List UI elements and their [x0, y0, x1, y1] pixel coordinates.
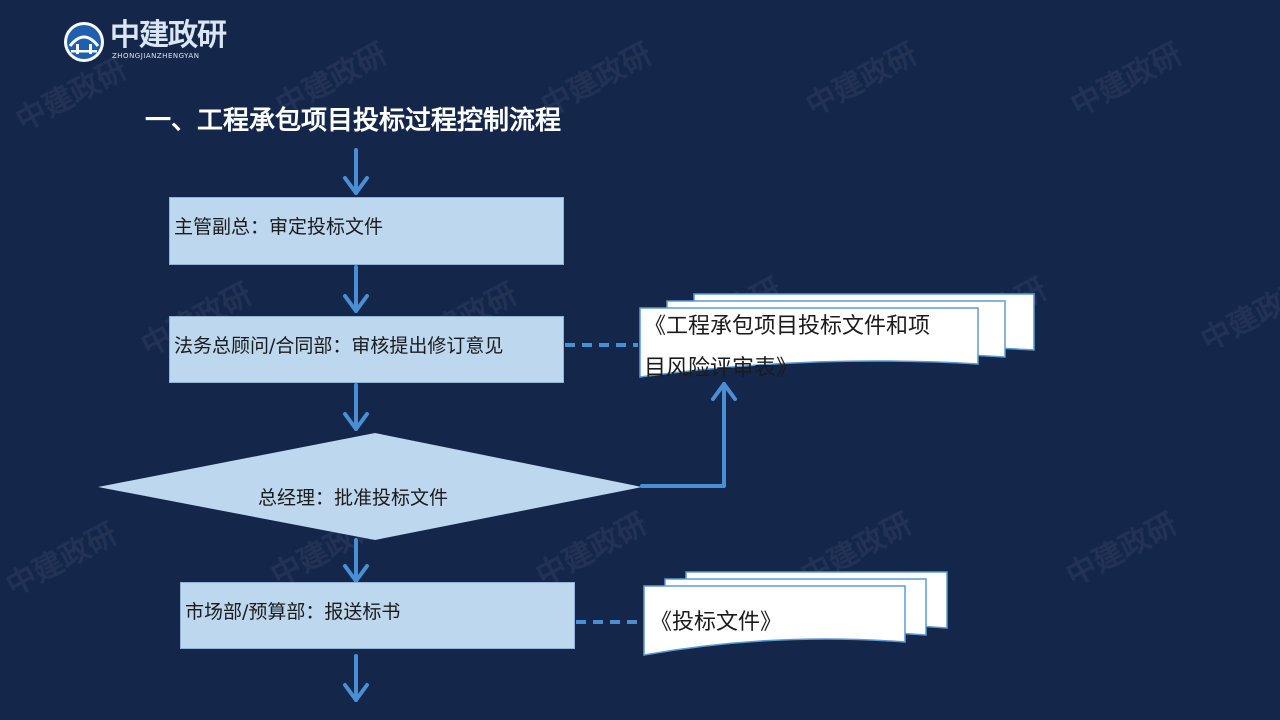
step-legal-review-label: 法务总顾问/合同部：审核提出修订意见	[174, 335, 504, 357]
step-submit-bid-label: 市场部/预算部：报送标书	[185, 601, 401, 623]
bid-documents-title: 《投标文件》	[650, 610, 783, 635]
logo-name: 中建政研	[110, 18, 227, 53]
bid-documents-stack	[643, 571, 948, 656]
step-approve-review: 主管副总：审定投标文件	[169, 197, 564, 265]
review-form-title: 《工程承包项目投标文件和项 目风险评审表》	[644, 306, 974, 390]
review-form-title-line1: 《工程承包项目投标文件和项	[644, 314, 931, 339]
review-form-title-line2: 目风险评审表》	[644, 356, 799, 381]
page-title: 一、工程承包项目投标过程控制流程	[145, 106, 562, 136]
step-approve-review-label: 主管副总：审定投标文件	[174, 216, 384, 238]
review-form-document	[639, 293, 1035, 378]
step-legal-review: 法务总顾问/合同部：审核提出修订意见	[169, 316, 564, 383]
arrow-to-review-form	[640, 382, 737, 488]
logo-emblem-icon	[64, 22, 104, 62]
arrow-down-3	[343, 383, 369, 431]
decision-label: 总经理：批准投标文件	[258, 487, 449, 509]
step-submit-bid: 市场部/预算部：报送标书	[180, 582, 575, 649]
decision-diamond	[98, 433, 642, 540]
company-logo: 中建政研 ZHONGJIANZHENGYAN	[62, 18, 232, 64]
arrow-down-2	[343, 265, 369, 313]
arrow-down-1	[343, 148, 369, 195]
arrow-down-5	[343, 654, 369, 702]
arrow-down-4	[343, 538, 369, 583]
logo-subtitle: ZHONGJIANZHENGYAN	[112, 52, 200, 60]
